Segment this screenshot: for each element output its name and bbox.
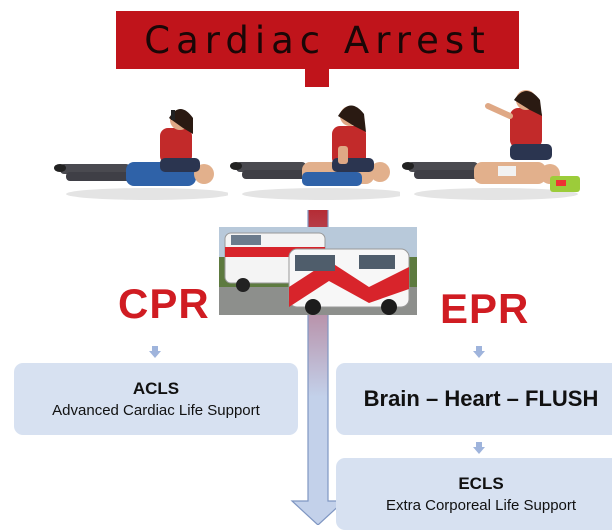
page-title: Cardiac Arrest	[144, 19, 490, 62]
epr-label: EPR	[440, 285, 529, 333]
ecls-subtitle: Extra Corporeal Life Support	[386, 497, 576, 514]
down-arrow-icon	[473, 441, 485, 453]
defibrillator-scene	[400, 88, 582, 210]
down-arrow-icon	[473, 345, 485, 357]
ecls-box: ECLS Extra Corporeal Life Support	[336, 458, 612, 530]
acls-subtitle: Advanced Cardiac Life Support	[52, 402, 260, 419]
compression-scene	[228, 88, 410, 210]
down-arrow-icon	[149, 345, 161, 357]
title-banner: Cardiac Arrest	[116, 11, 519, 69]
acls-box: ACLS Advanced Cardiac Life Support	[14, 363, 298, 435]
title-connector	[305, 69, 329, 87]
brain-heart-flush-box: Brain – Heart – FLUSH	[336, 363, 612, 435]
cpr-label: CPR	[118, 280, 210, 328]
phone-scene	[52, 88, 234, 210]
acls-title: ACLS	[133, 379, 179, 399]
brain-heart-flush-text: Brain – Heart – FLUSH	[364, 386, 599, 412]
ecls-title: ECLS	[458, 474, 503, 494]
ambulance-photo	[219, 227, 417, 315]
